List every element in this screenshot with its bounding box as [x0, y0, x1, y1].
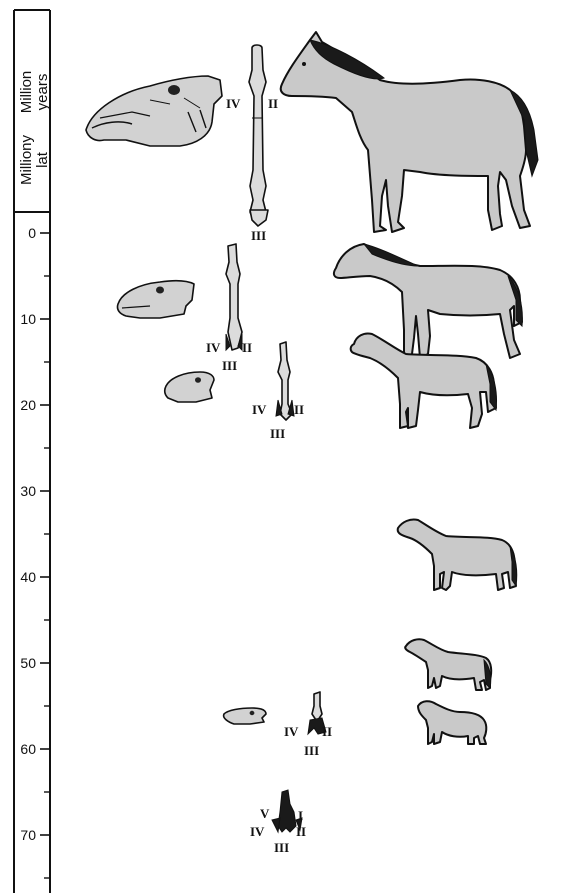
hyracotherium-digit-iii: III — [304, 743, 319, 758]
merychippus-foot-bones — [226, 244, 242, 350]
merychippus-digit-iii: III — [222, 358, 237, 373]
eocene-horse-group — [398, 519, 517, 590]
axis-tick-label: 30 — [20, 483, 36, 499]
merychippus-digit-ii: II — [242, 340, 252, 355]
axis-tick-label: 10 — [20, 311, 36, 327]
mesohippus-digit-iv: IV — [252, 402, 267, 417]
ancestor-digit-ii: II — [296, 824, 306, 839]
timeline-axis: Million years Milliony lat 0 10 20 30 40 50 60… — [14, 10, 51, 893]
modern-horse-silhouette — [281, 32, 538, 232]
ancestor-digit-iv: IV — [250, 824, 265, 839]
axis-ticks: 0 10 20 30 40 50 60 70 — [20, 225, 50, 878]
ancestor-digit-i: I — [298, 808, 303, 823]
modern-horse-group: IV II III — [86, 32, 538, 243]
mesohippus-digit-ii: II — [294, 402, 304, 417]
eocene-horse-silhouette — [398, 519, 517, 590]
hyracotherium-skull — [224, 708, 266, 724]
axis-tick-label: 40 — [20, 569, 36, 585]
axis-title-years: years — [34, 74, 51, 111]
hyracotherium-digit-ii: II — [322, 724, 332, 739]
early-eocene-horse-1-group — [405, 639, 491, 690]
axis-title-million: Million — [18, 71, 35, 114]
modern-digit-iii: III — [251, 228, 266, 243]
modern-foot-bones — [249, 45, 268, 226]
mesohippus-skull — [165, 372, 214, 402]
merychippus-group: IV II III — [117, 244, 522, 373]
hyracotherium-digit-iv: IV — [284, 724, 299, 739]
modern-skull — [86, 76, 222, 146]
hyracotherium-silhouette — [418, 701, 486, 744]
axis-title-milliony: Milliony — [18, 134, 35, 185]
modern-digit-iv: IV — [226, 96, 241, 111]
mesohippus-foot-bones — [276, 342, 294, 420]
hyracotherium-group: IV II III — [224, 692, 487, 758]
axis-tick-label: 70 — [20, 827, 36, 843]
axis-title-lat: lat — [34, 151, 51, 168]
ancestor-digit-v: V — [260, 806, 270, 821]
axis-tick-label: 0 — [28, 225, 36, 241]
merychippus-digit-iv: IV — [206, 340, 221, 355]
axis-tick-label: 20 — [20, 397, 36, 413]
early-eocene-horse-1-silhouette — [405, 639, 491, 690]
modern-digit-ii: II — [268, 96, 278, 111]
ancestor-group: V I IV II III — [250, 790, 306, 855]
axis-tick-label: 60 — [20, 741, 36, 757]
axis-tick-label: 50 — [20, 655, 36, 671]
merychippus-skull — [117, 281, 194, 318]
mesohippus-digit-iii: III — [270, 426, 285, 441]
ancestor-digit-iii: III — [274, 840, 289, 855]
